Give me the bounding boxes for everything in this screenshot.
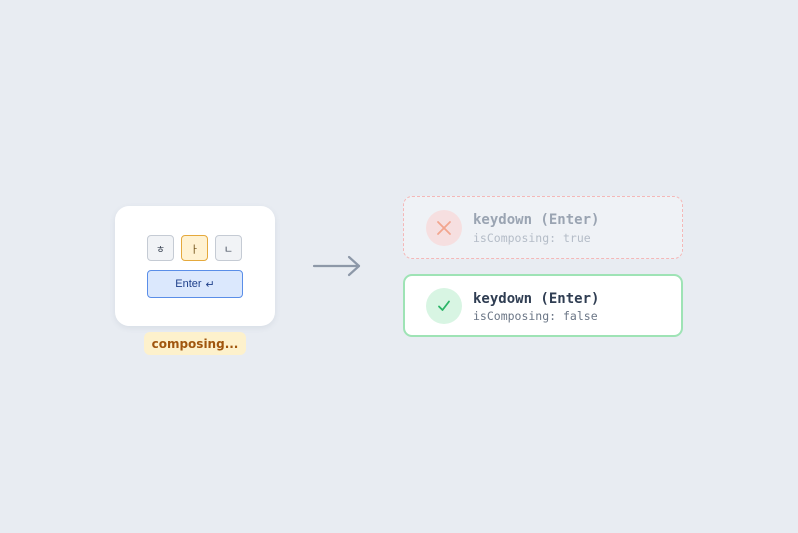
event-title: keydown (Enter) — [473, 291, 600, 307]
event-subtitle: isComposing: true — [473, 231, 591, 245]
event-card-accepted: keydown (Enter) isComposing: false — [403, 274, 683, 337]
arrow-right-icon — [312, 255, 361, 277]
event-card-rejected: keydown (Enter) isComposing: true — [403, 196, 683, 259]
return-icon: ↵ — [205, 278, 215, 291]
composing-label: composing... — [151, 336, 239, 351]
hangul-key-nieun: ㄴ — [215, 235, 242, 261]
x-icon — [437, 221, 451, 235]
status-icon-rejected — [426, 210, 462, 246]
status-icon-accepted — [426, 288, 462, 324]
ime-keyboard-card: ㅎ ㅏ ㄴ Enter ↵ — [115, 206, 275, 326]
event-title: keydown (Enter) — [473, 212, 600, 228]
hangul-key-a-active: ㅏ — [181, 235, 208, 261]
enter-key: Enter ↵ — [147, 270, 243, 298]
hangul-key-hieut: ㅎ — [147, 235, 174, 261]
check-icon — [438, 300, 450, 311]
event-subtitle: isComposing: false — [473, 309, 598, 323]
composing-status-badge: composing... — [144, 332, 246, 355]
enter-key-label: Enter — [175, 278, 202, 290]
